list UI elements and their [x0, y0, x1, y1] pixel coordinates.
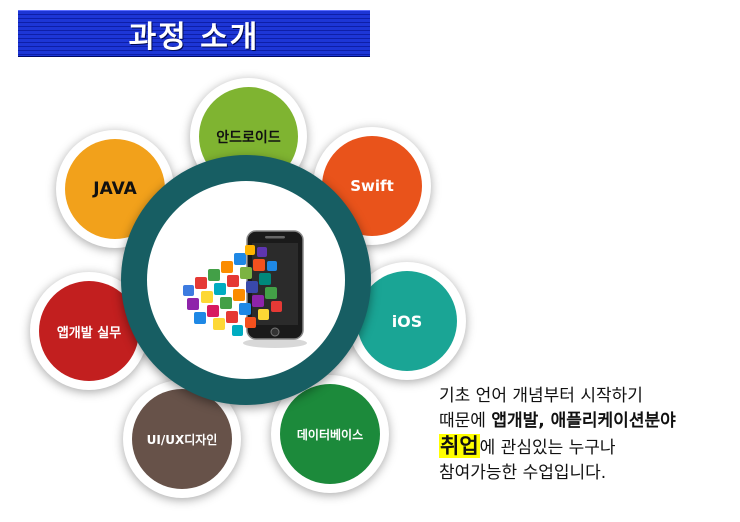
- caption-line-4: 참여가능한 수업입니다.: [439, 463, 607, 483]
- caption-line-3: 취업에 관심있는 누구나: [439, 434, 739, 461]
- caption-line-2-start: 때문에: [439, 411, 492, 431]
- petal-swift-label: Swift: [350, 177, 394, 195]
- petal-app-dev-label: 앱개발 실무: [56, 325, 122, 341]
- petal-database[interactable]: 데이터베이스: [271, 375, 389, 493]
- caption-line-2-bold: 앱개발, 애플리케이션분야: [491, 411, 676, 431]
- page-title: 과정 소개: [128, 19, 260, 55]
- petal-uiux-label: UI/UX디자인: [146, 432, 218, 447]
- title-banner: 과정 소개: [18, 10, 370, 57]
- petal-database-fill: 데이터베이스: [280, 384, 380, 484]
- caption-line-2: 때문에 앱개발, 애플리케이션분야: [439, 409, 739, 434]
- petal-android-label: 안드로이드: [216, 129, 281, 146]
- hub-center: [147, 181, 345, 379]
- highlight-employment: 취업: [439, 434, 480, 458]
- smartphone-apps-icon: [183, 230, 307, 348]
- petal-ios-fill: iOS: [357, 271, 457, 371]
- petal-database-label: 데이터베이스: [296, 427, 364, 442]
- caption-line-3-rest: 에 관심있는 누구나: [479, 438, 616, 458]
- caption-line-1: 기초 언어 개념부터 시작하기: [439, 386, 643, 406]
- petal-ios-label: iOS: [391, 311, 423, 331]
- petal-uiux-fill: UI/UX디자인: [132, 389, 232, 489]
- hub-ring: [121, 155, 371, 405]
- petal-java-label: JAVA: [93, 179, 137, 199]
- course-description: 기초 언어 개념부터 시작하기 때문에 앱개발, 애플리케이션분야 취업에 관심…: [439, 384, 739, 486]
